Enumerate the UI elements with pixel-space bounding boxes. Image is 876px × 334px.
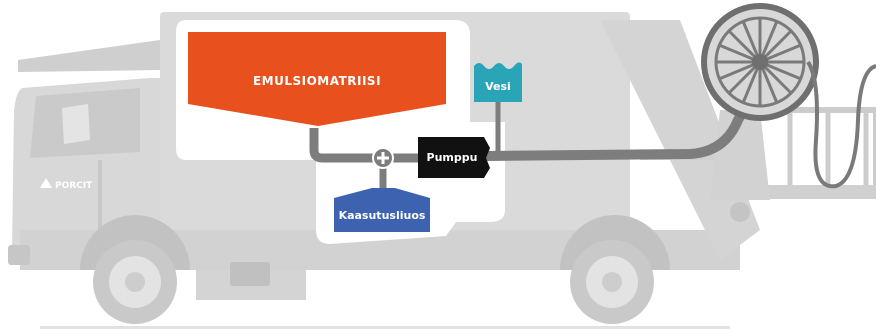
water-tank: Vesi — [474, 62, 522, 102]
hose-reel — [701, 3, 819, 121]
water-label: Vesi — [485, 80, 511, 93]
pipe-network — [309, 100, 750, 192]
emulsion-matrix-tank: EMULSIOMATRIISI — [188, 32, 446, 126]
rear-wheel — [570, 240, 654, 324]
ground-line — [40, 326, 730, 329]
pump-unit: Pumppu — [418, 137, 490, 178]
brand-logo: PORCIT — [40, 178, 93, 191]
delivery-hose — [806, 60, 876, 189]
plus-icon — [372, 147, 394, 169]
brand-label: PORCIT — [55, 181, 93, 191]
wave-icon — [474, 62, 522, 102]
battery-box — [230, 262, 270, 286]
gassing-solution-tank: Kaasutusliuos — [334, 188, 430, 232]
emulsion-label: EMULSIOMATRIISI — [253, 74, 381, 88]
gassing-label: Kaasutusliuos — [339, 209, 426, 222]
front-wheel — [93, 240, 177, 324]
pump-label: Pumppu — [427, 151, 478, 164]
